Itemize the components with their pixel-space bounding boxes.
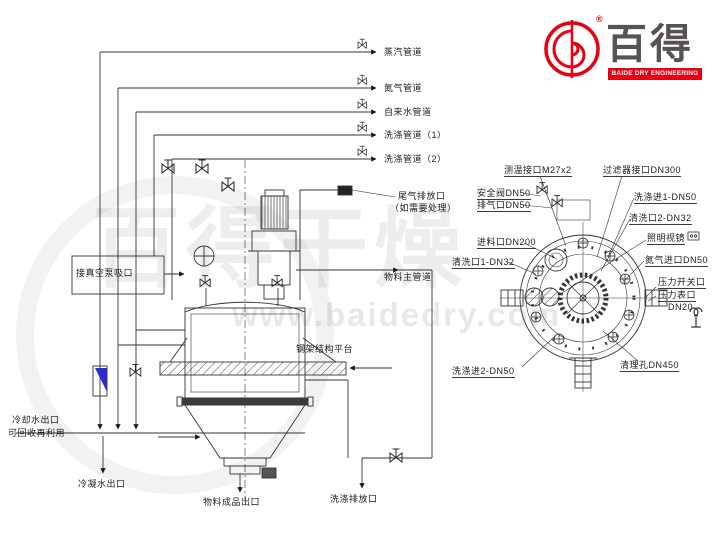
label-wash-in-2: 洗涤进2-DN50 [452,366,515,378]
cone-bottom [184,404,306,459]
brand-name-en: BAIDE DRY ENGINEERING [608,68,702,80]
leader-lines [507,175,657,368]
mini-valve-icons [357,38,367,156]
label-steam-pipe: 蒸汽管道 [384,47,423,57]
label-cooling-out: 冷却水出口 [12,415,60,425]
label-wash-in-1: 洗涤进1-DN50 [634,192,697,204]
vessel-top-valves [161,159,283,306]
side-stubs [500,289,668,389]
main-elevation-view [16,38,433,500]
discharge-assembly [223,457,277,493]
label-sight-glass: 照明视镜 [647,233,686,245]
wash-drain-line [359,448,432,489]
label-clean-hole: 清理孔DN450 [620,360,680,372]
watermark-logo-circle [16,176,334,494]
label-pressure-gauge: 压力表口 [658,290,697,302]
label-material-main: 物料主管道 [384,272,432,282]
brand-logo: ® 百得 BAIDE DRY ENGINEERING [540,14,710,86]
material-main-pipe [296,267,433,458]
label-product-out: 物料成品出口 [203,497,261,507]
brand-logo-mark [544,20,600,78]
label-pressure-switch: 压力开关口 [658,277,706,289]
label-pressure-dn: DN20 [668,302,694,312]
platform-band [159,361,347,376]
label-clean-port-2: 清洗口2-DN32 [629,213,692,225]
label-wash-drain: 洗涤排放口 [330,494,378,504]
cooling-water-circuit [16,363,305,474]
vessel-body [158,301,392,459]
label-temp-port: 测温接口M27x2 [504,165,572,177]
hook-icon [689,307,703,328]
vacuum-suction-box [71,245,215,295]
brand-name-cn: 百得 [606,21,694,67]
sight-glass-icon [687,231,700,241]
label-exhaust-port: 尾气排放口 [398,191,446,201]
label-vacuum-suction: 接真空泵吸口 [76,268,134,278]
feed-nozzle [544,248,568,272]
small-nozzles [530,237,635,345]
label-safety-valve: 安全阀DN50 [477,188,531,200]
label-wash-pipe-2: 洗涤管道（2） [384,154,447,164]
head-top-view [500,175,703,392]
label-vent-port: 排气口DN50 [477,200,531,212]
exhaust-line [299,185,396,300]
head-view-valves [536,182,591,221]
logo-spiral-icon [552,29,586,69]
label-condensate-out: 冷凝水出口 [78,479,126,489]
label-nitrogen-pipe: 氮气管道 [384,83,423,93]
main-flange [181,397,309,406]
label-exhaust-note: （如需要处理） [390,203,457,213]
label-filter-port: 过滤器接口DN300 [603,165,682,177]
label-tapwater-pipe: 自来水管道 [384,107,432,117]
label-wash-pipe-1: 洗涤管道（1） [384,130,447,140]
center-gear-ring [557,272,609,324]
rotameter-icon [95,368,107,392]
sight-glass-pair [524,287,560,307]
utility-pipe-lines [97,49,377,430]
label-cooling-reuse: 可回收再利用 [8,428,66,438]
label-platform: 钢架结构平台 [296,344,354,354]
label-clean-port-1: 清洗口1-DN32 [452,257,515,269]
registered-mark: ® [596,14,603,24]
label-n2-inlet: 氮气进口DN50 [645,255,709,267]
agitator-drive [244,160,300,500]
label-feed-port: 进料口DN200 [477,237,537,249]
